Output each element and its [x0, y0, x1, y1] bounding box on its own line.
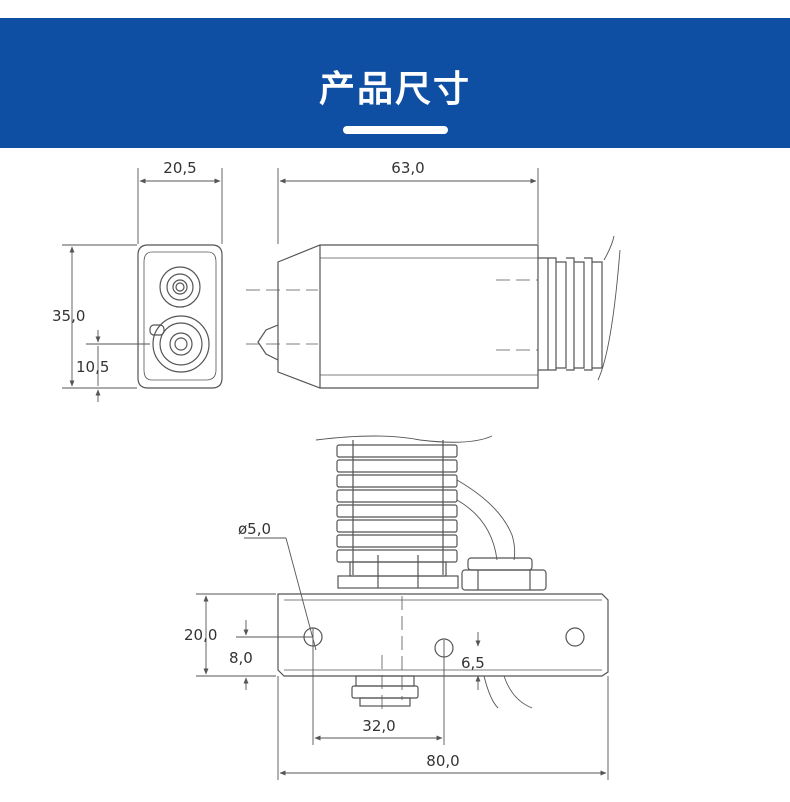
bottom-view	[277, 435, 609, 712]
dim-hole-diameter: ø5,0	[238, 520, 271, 538]
dim-hole-offset: 8,0	[229, 649, 253, 667]
dim-height: 35,0	[52, 307, 85, 325]
page-title: 产品尺寸	[318, 69, 471, 110]
dim-small-offset: 6,5	[461, 654, 485, 672]
dim-length: 63,0	[391, 159, 424, 177]
title-underline	[343, 126, 448, 134]
dim-hole-spacing: 32,0	[362, 717, 395, 735]
dim-plate-height: 20,0	[184, 626, 217, 644]
side-view	[246, 235, 621, 389]
dim-lower-offset: 10,5	[76, 358, 109, 376]
side-view-dimensions	[277, 168, 539, 244]
front-view-dimensions	[62, 168, 223, 402]
bottom-view-dimensions	[196, 537, 609, 780]
dim-total-width: 80,0	[426, 752, 459, 770]
front-view	[137, 244, 223, 389]
dim-width-top: 20,5	[163, 159, 196, 177]
header-banner: 产品尺寸	[0, 18, 790, 148]
